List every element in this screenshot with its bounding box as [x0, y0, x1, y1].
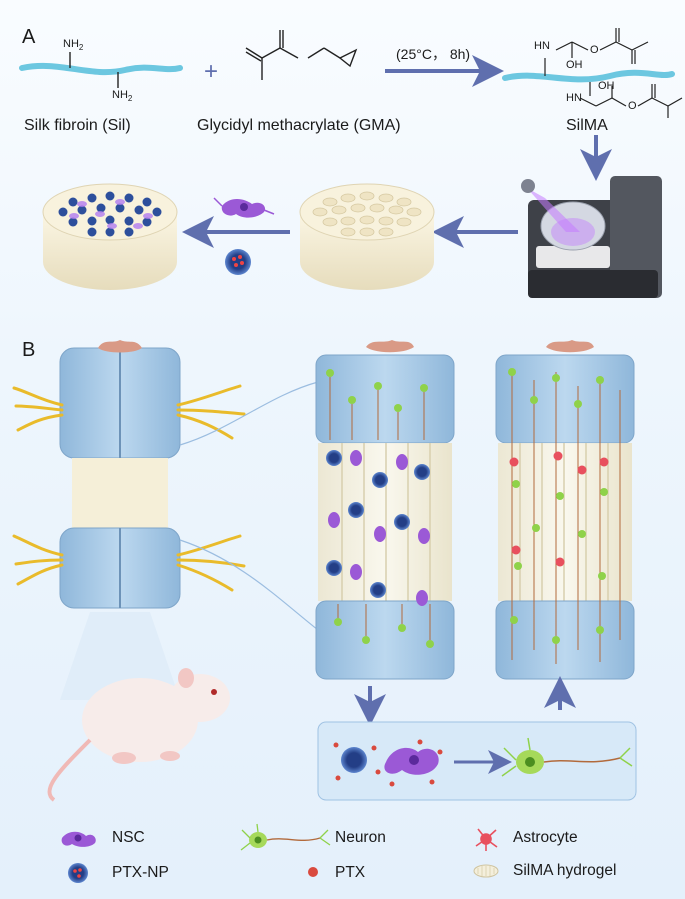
printer-device	[521, 176, 662, 298]
silma-hn-label-1: HN	[534, 40, 550, 52]
silma-label: SilMA	[566, 117, 608, 134]
spinal-cord-model	[59, 340, 181, 609]
silma-oh-label-2: OH	[598, 80, 615, 92]
zoom-line-lower	[179, 539, 319, 631]
nerve-roots	[12, 384, 246, 592]
column1-neurons-top	[326, 369, 434, 648]
silk-fibroin-strand	[19, 62, 183, 76]
column1-ptx-nps	[326, 450, 430, 598]
legend-neuron-icon	[240, 823, 331, 851]
panel-a-label: A	[22, 26, 36, 48]
column2-neurons	[508, 368, 608, 644]
silma-strand	[502, 69, 675, 83]
ptx-np-panel-a	[225, 249, 251, 275]
panel-b-label: B	[22, 339, 36, 361]
legend-neuron-label: Neuron	[335, 829, 386, 846]
column2-astrocytes	[509, 451, 609, 567]
silma-hn-label-2: HN	[566, 92, 582, 104]
zoom-line-upper	[179, 381, 319, 446]
silk-fibroin-label: Silk fibroin (Sil)	[24, 117, 131, 134]
column1-nscs	[328, 450, 430, 606]
silma-oh-label-1: OH	[566, 59, 583, 71]
amine-label-bottom: NH2	[112, 89, 133, 104]
legend-silma-hydrogel-icon	[473, 864, 499, 878]
legend-ptx-label: PTX	[335, 864, 366, 881]
loaded-scaffold	[42, 183, 178, 290]
scaffold-column-implant	[315, 340, 455, 680]
silma-o-label-1: O	[590, 44, 599, 56]
rat-illustration	[47, 612, 230, 802]
legend-astrocyte-icon	[475, 828, 498, 851]
legend-astrocyte-label: Astrocyte	[513, 829, 578, 846]
legend-ptx-icon	[308, 867, 318, 877]
legend-nsc-label: NSC	[112, 829, 145, 846]
plus-sign: +	[204, 58, 219, 85]
column2-fibers	[511, 370, 621, 664]
gma-label: Glycidyl methacrylate (GMA)	[197, 117, 401, 134]
differentiation-inset	[317, 721, 637, 801]
column1-fibers	[329, 377, 431, 640]
scaffold-column-regeneration	[495, 340, 635, 680]
legend-silma-hydrogel-label: SilMA hydrogel	[513, 862, 617, 879]
nsc-cell-panel-a	[213, 197, 275, 218]
legend-ptx-np-label: PTX-NP	[112, 864, 169, 881]
gma-structure	[245, 30, 358, 80]
reaction-condition: (25°C， 8h)	[396, 46, 471, 62]
silma-side-chains	[544, 28, 683, 118]
silma-o-label-2: O	[628, 100, 637, 112]
legend-nsc-icon	[61, 831, 96, 847]
legend-ptx-np-icon	[68, 863, 88, 883]
amine-label-top: NH2	[63, 38, 84, 53]
empty-scaffold	[299, 183, 435, 290]
